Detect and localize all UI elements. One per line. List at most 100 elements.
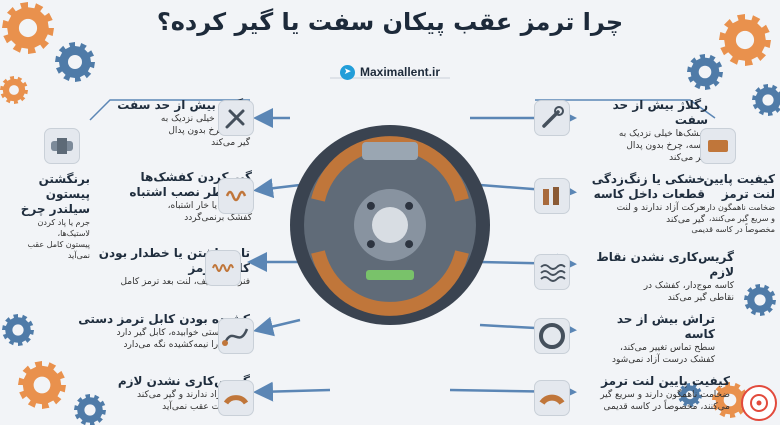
decorative-gear-icon (687, 54, 723, 90)
right-item-4: تراش بیش از حد کاسه سطح تماس تغییر می‌کن… (585, 312, 715, 366)
right-item-2-heading: خشکی یا زنگ‌زدگی (591, 172, 705, 186)
left-item-3-desc-1: فنرهای ضعیف، لنت بعد ترمز کامل (120, 277, 250, 287)
right-item-1-desc-2: کاسه، چرخ بدون پدال (626, 141, 708, 151)
decorative-gear-icon (712, 382, 748, 418)
decorative-gear-icon (719, 14, 771, 66)
left-item-1: رگلاژ بیش از حد سفت کفشک‌ها خیلی نزدیک ب… (100, 98, 250, 149)
cable-icon (218, 318, 254, 354)
gear-hole (33, 376, 51, 394)
right-outer-desc-2: و سریع گیر می‌کنند، (708, 214, 775, 223)
wrench-screwdriver-icon (218, 100, 254, 136)
brake-pad-icon (700, 128, 736, 164)
left-outer-heading: برنگشتن پیستون (38, 172, 90, 201)
right-item-5-desc-1: ضخامت ناهمگون دارند و سریع گیر (600, 390, 730, 400)
drum-ring-icon (534, 318, 570, 354)
left-outer-item: برنگشتن پیستون سیلندر چرخ جرم یا پاد کرد… (6, 172, 90, 261)
right-item-4-heading: تراش بیش از حد کاسه (616, 312, 715, 341)
left-item-5-desc-2: لنت راحت عقب نمی‌آید (162, 402, 250, 412)
telegram-icon: ➤ (339, 64, 355, 80)
left-item-4-desc-2: و لنت‌ها را نیمه‌کشیده نگه می‌دارد (123, 340, 250, 350)
right-item-3: گریس‌کاری نشدن نقاط لازم کاسه موج‌دار، ک… (584, 250, 734, 304)
right-item-2: خشکی یا زنگ‌زدگی قطعات داخل کاسه حرکت آز… (585, 172, 705, 226)
decorative-gear-icon (55, 42, 95, 82)
decorative-gear-icon (752, 84, 780, 116)
left-item-2-desc-2: کفشک برنمی‌گردد (184, 213, 252, 223)
right-item-1-heading: رگلاژ بیش از حد سفت (612, 98, 708, 127)
right-item-5-desc-2: می‌کنند، مخصوصاً در کاسه قدیمی (603, 402, 730, 412)
left-item-1-desc-3: گیر می‌کند (211, 138, 250, 148)
right-outer-heading-2: لنت ترمز (721, 187, 775, 201)
gear-hole (12, 324, 24, 336)
right-item-3-desc-1: کاسه موج‌دار، کفشک در (643, 281, 734, 291)
lower-brake-shoe (311, 250, 469, 316)
rusty-parts-icon (534, 178, 570, 214)
left-outer-desc-2: پیستون کامل عقب نمی‌آید (27, 240, 90, 260)
right-item-1-desc-3: گیر می‌کند (669, 153, 708, 163)
left-item-5-heading: گریس‌کاری نشدن لازم (117, 374, 250, 388)
right-item-3-heading: گریس‌کاری نشدن نقاط لازم (596, 250, 734, 279)
gear-hole (762, 94, 774, 106)
left-outer-desc-1: جرم یا پاد کردن لاستیک‌ها، (37, 218, 91, 238)
adjuster-spring (366, 270, 414, 280)
wavy-drum-icon (534, 254, 570, 290)
right-item-1: رگلاژ بیش از حد سفت کفشک‌ها خیلی نزدیک ب… (583, 98, 708, 164)
gear-hole (723, 393, 737, 407)
left-outer-heading-2: سیلندر چرخ (20, 202, 90, 216)
decorative-gear-icon (74, 394, 106, 425)
gear-hole (685, 390, 695, 400)
page-title: چرا ترمز عقب پیکان سفت یا گیر کرده؟ (156, 8, 624, 36)
right-item-4-desc-2: کفشک درست آزاد نمی‌شود (612, 355, 715, 365)
gear-hole (754, 294, 766, 306)
brand-name: Maximallent.ir (359, 65, 441, 79)
hub-bolt-hole (366, 201, 375, 210)
right-item-2-desc-2: گیر می‌کند (666, 215, 705, 225)
left-item-1-desc-1: کفشک‌ها خیلی نزدیک به (160, 114, 250, 124)
decorative-gear-icon (744, 284, 776, 316)
hub-bore (372, 207, 408, 243)
hub-bolt-hole (405, 240, 414, 249)
left-item-4: کشیده بودن کابل ترمز دستی حتی با دستی خو… (56, 312, 250, 351)
right-outer-item: کیفیت پایین لنت ترمز ضخامت ناهمگون دارند… (680, 172, 775, 235)
gear-hole (18, 18, 38, 38)
hub-bolt-hole (405, 201, 414, 210)
right-item-5-heading: کیفیت پایین لنت ترمز (601, 374, 730, 388)
decorative-gear-icon (2, 314, 34, 346)
decorative-gear-icon (0, 76, 28, 104)
decorative-gear-icon (18, 361, 66, 409)
spring-icon (218, 178, 254, 214)
brand-badge[interactable]: ➤ Maximallent.ir (330, 62, 450, 82)
pointer-arrow (253, 178, 301, 199)
right-item-4-desc-1: سطح تماس تغییر می‌کند، (620, 343, 715, 353)
left-item-5: گریس‌کاری نشدن لازم حرکت آزاد ندارند و گ… (72, 374, 250, 413)
left-item-1-desc-2: کاسه، چرخ بدون پدال (168, 126, 250, 136)
spring-coil-icon (205, 250, 241, 286)
corner-logo (741, 385, 777, 421)
gear-hole (9, 85, 19, 95)
brake-shoe-icon (218, 380, 254, 416)
right-item-2-desc-1: حرکت آزاد ندارند و لنت (616, 203, 705, 213)
right-item-2-heading-2: قطعات داخل کاسه (593, 187, 705, 201)
gear-hole (735, 30, 755, 50)
decorative-gear-icon (678, 383, 702, 407)
decorative-gear-icon (2, 2, 54, 54)
right-item-1-desc-1: کفشک‌ها خیلی نزدیک به (618, 129, 708, 139)
connector-line (89, 99, 250, 121)
right-item-3-desc-2: نقاطی گیر می‌کند (667, 293, 734, 303)
left-item-4-desc-1: حتی با دستی خوابیده، کابل گیر دارد (116, 328, 250, 338)
gear-hole (68, 55, 82, 69)
pointer-arrow (253, 381, 331, 402)
right-outer-desc-3: مخصوصاً در کاسه قدیمی (691, 225, 775, 234)
right-item-5: کیفیت پایین لنت ترمز ضخامت ناهمگون دارند… (580, 374, 730, 413)
right-outer-heading: کیفیت پایین (703, 172, 775, 186)
brake-lining-icon (534, 380, 570, 416)
gear-hole (84, 404, 96, 416)
right-outer-desc-1: ضخامت ناهمگون دارند (699, 203, 775, 212)
pointer-arrow (253, 316, 301, 337)
left-item-5-desc-1: حرکت آزاد ندارند و گیر می‌کند (137, 390, 250, 400)
connector-line (535, 99, 716, 119)
wheel-cylinder (362, 142, 418, 160)
wrench-icon (534, 100, 570, 136)
